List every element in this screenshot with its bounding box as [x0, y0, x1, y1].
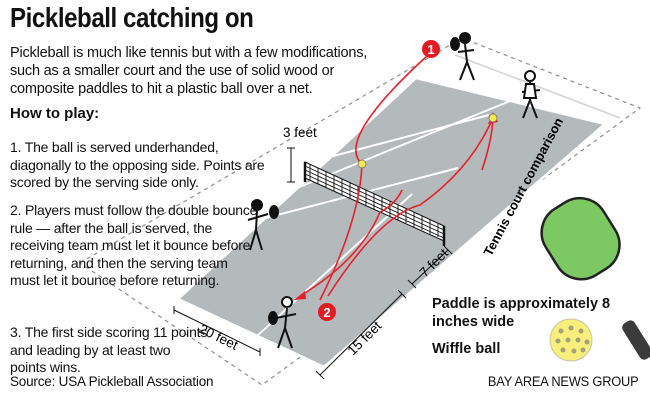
court-centerline [296, 100, 511, 189]
player-receiver-icon [268, 296, 297, 349]
ball-bounce-icon [357, 159, 367, 169]
player-server-icon [450, 32, 475, 81]
rule-step-1: 1. The ball is served underhanded, diago… [10, 139, 265, 190]
net-height-bracket [287, 147, 295, 183]
source-credit: Source: USA Pickleball Association [10, 374, 214, 389]
net-height-label: 3 feet [283, 125, 317, 140]
paddle-caption: Paddle is approximately 8 inches wide [432, 296, 611, 330]
intro-paragraph: Pickleball is much like tennis but with … [10, 45, 368, 97]
tennis-court-outline [78, 37, 642, 386]
net [303, 161, 446, 246]
publisher-credit: BAY AREA NEWS GROUP [487, 374, 638, 389]
tennis-court-band [454, 54, 621, 119]
marker-1: 1 [422, 40, 440, 58]
ball-bounce-icon [488, 113, 498, 123]
wiffle-ball-icon [549, 318, 593, 362]
paddle-icon [540, 196, 650, 360]
player-partner-icon [521, 70, 541, 119]
how-to-play-heading: How to play: [10, 105, 100, 122]
rule-step-2: 2. Players must follow the double bounce… [10, 202, 258, 288]
page-title: Pickleball catching on [10, 2, 254, 33]
rule-step-3: 3. The first side scoring 11 points and … [10, 324, 208, 375]
marker-1-label: 1 [427, 42, 434, 57]
dimension-lines [173, 245, 453, 380]
marker-2: 2 [318, 303, 336, 321]
player-left-icon [247, 199, 279, 251]
marker-2-label: 2 [323, 305, 330, 320]
pickleball-court [175, 76, 608, 369]
wiffle-ball-caption: Wiffle ball [432, 341, 501, 357]
